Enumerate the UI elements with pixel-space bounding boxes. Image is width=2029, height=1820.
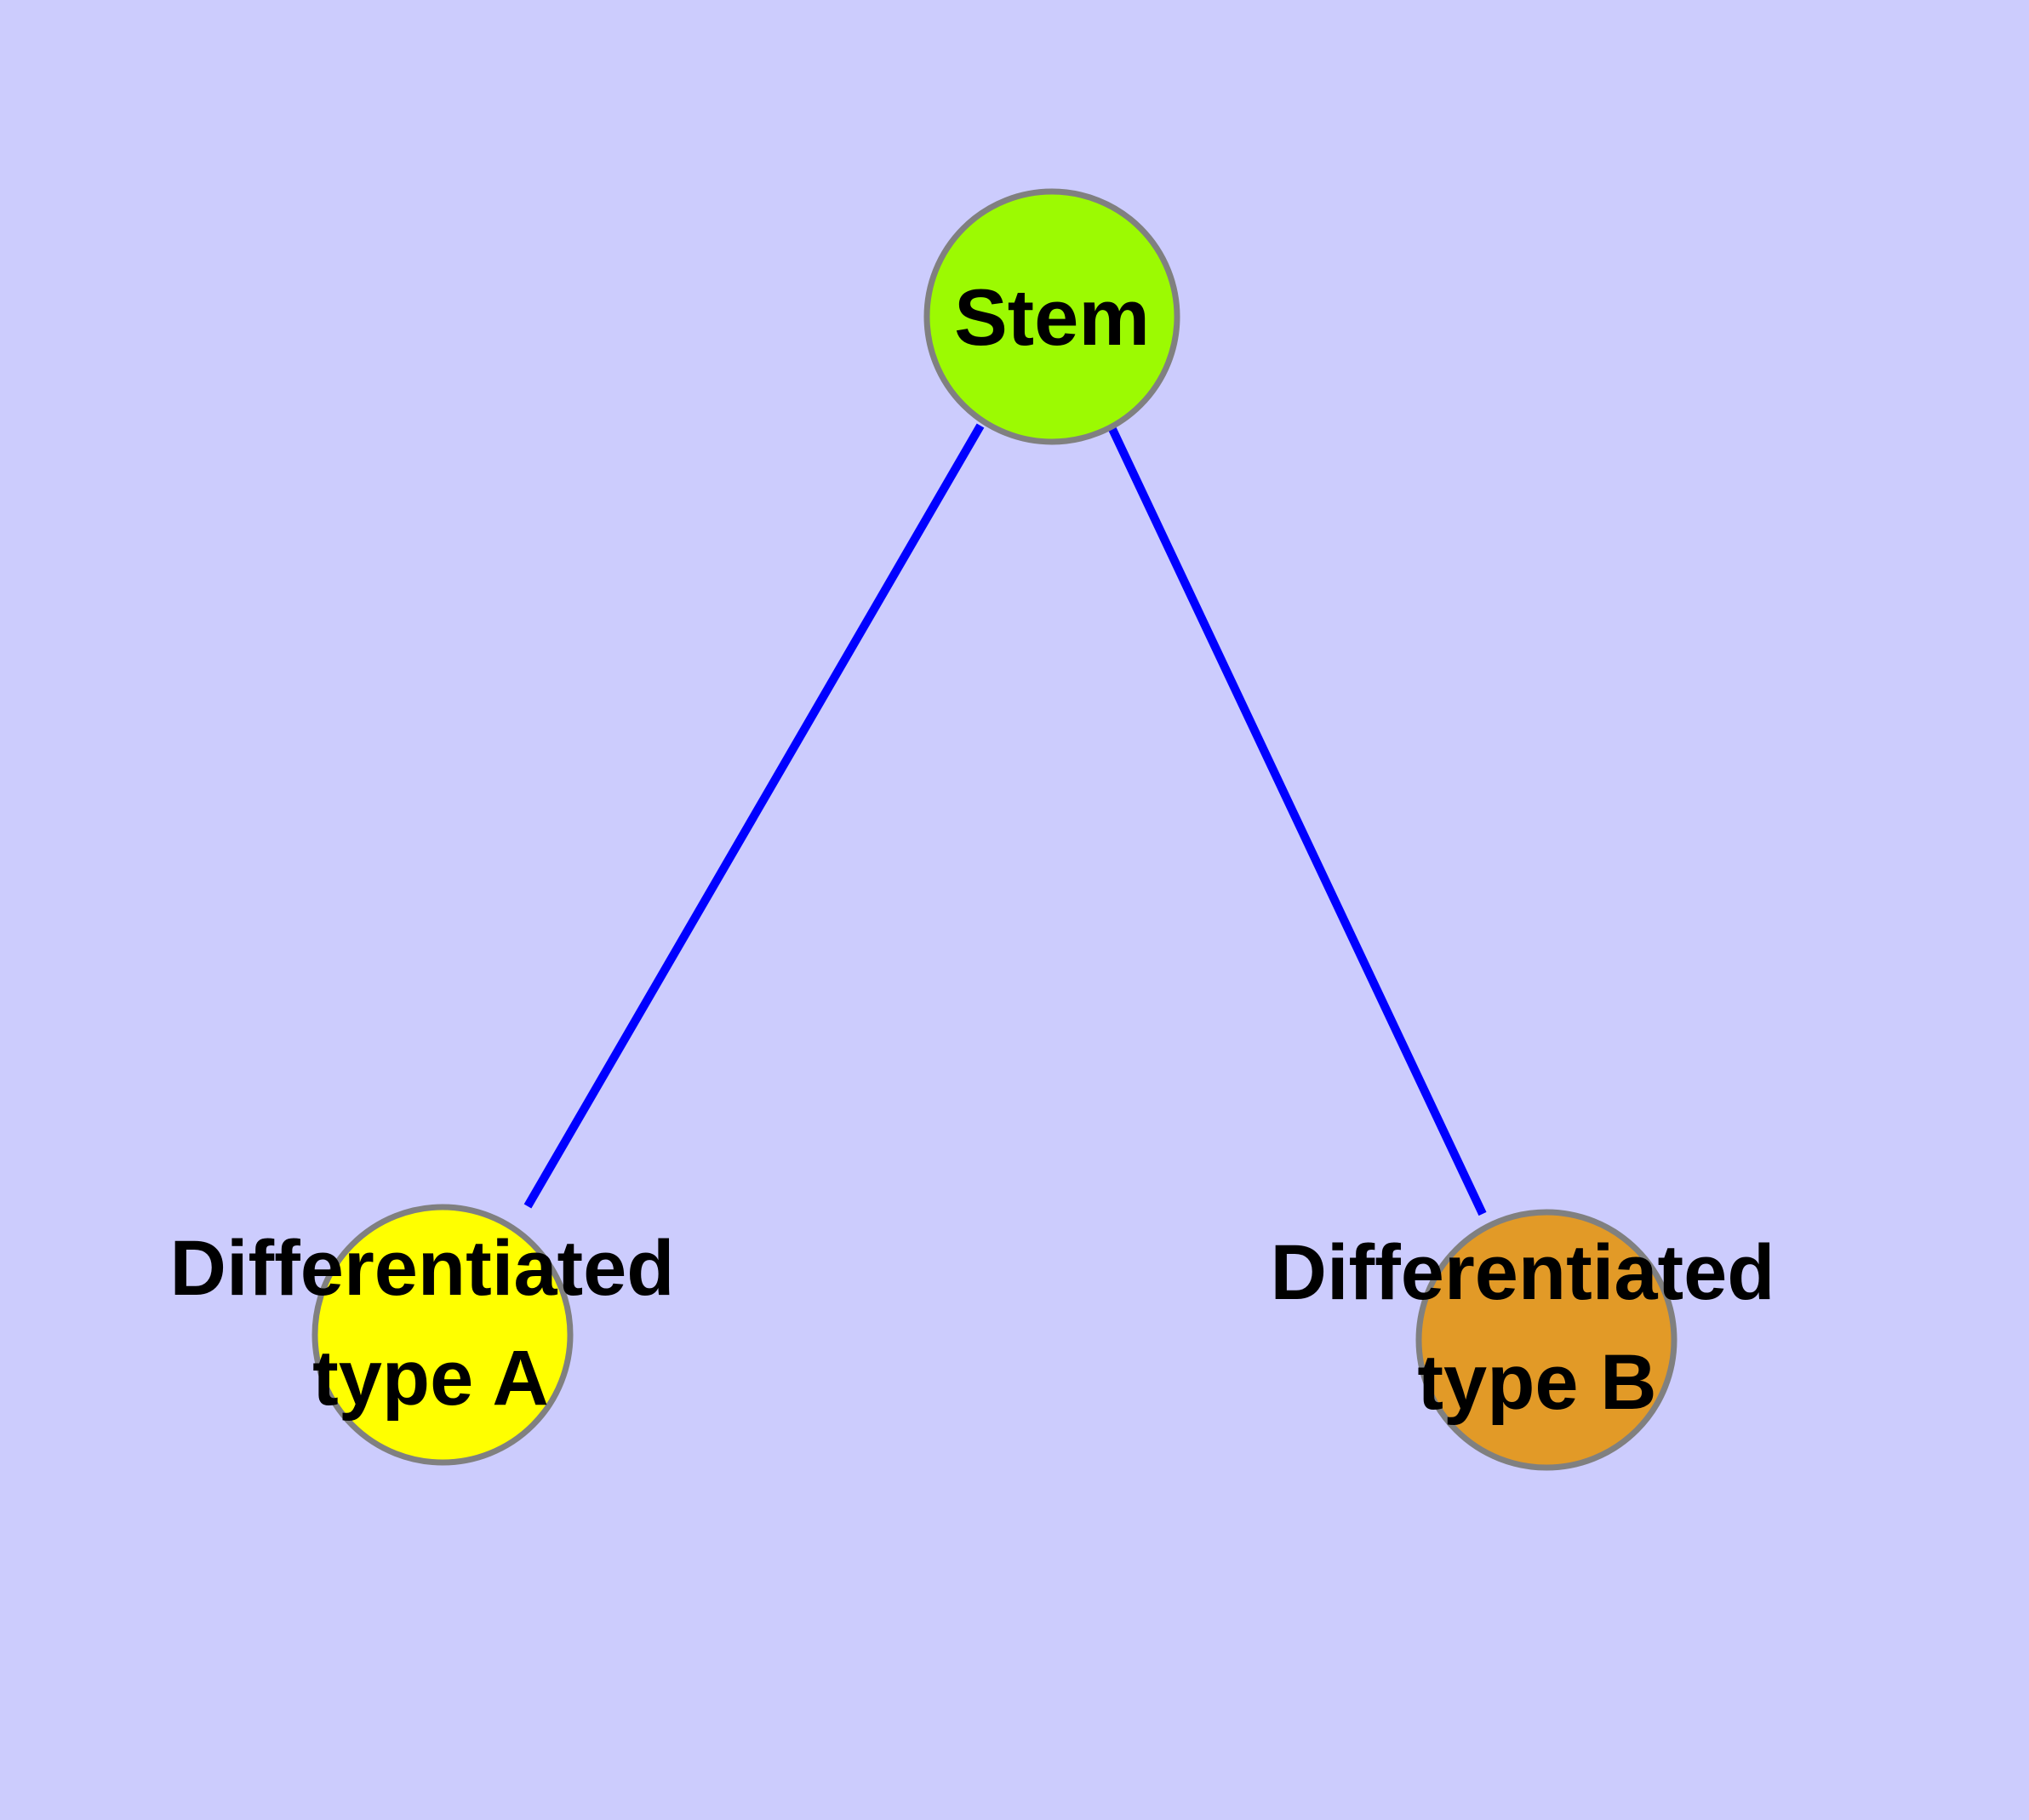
node-circle-differentiated-type-b[interactable] [1415, 1209, 1677, 1471]
node-label-differentiated-type-b-line1: Differentiated [1271, 1229, 1775, 1316]
edge-layer [523, 423, 1487, 1216]
node-differentiated-type-b[interactable] [1415, 1209, 1677, 1471]
node-circle-stem[interactable] [923, 188, 1180, 445]
edge-stem-to-differentiated-type-b[interactable] [1108, 426, 1487, 1216]
node-label-stem: Stem [954, 272, 1150, 362]
edge-stem-to-differentiated-type-a[interactable] [523, 423, 985, 1209]
label-layer: Differentiated type A Differentiated typ… [170, 1225, 1775, 1426]
node-label-differentiated-type-a-line2: type A [312, 1335, 549, 1422]
node-label-differentiated-type-b-line2: type B [1417, 1339, 1656, 1426]
node-stem[interactable]: Stem [923, 188, 1180, 445]
node-circle-differentiated-type-a[interactable] [311, 1204, 574, 1466]
node-differentiated-type-a[interactable] [311, 1204, 574, 1466]
node-label-differentiated-type-a-line1: Differentiated [170, 1225, 675, 1312]
